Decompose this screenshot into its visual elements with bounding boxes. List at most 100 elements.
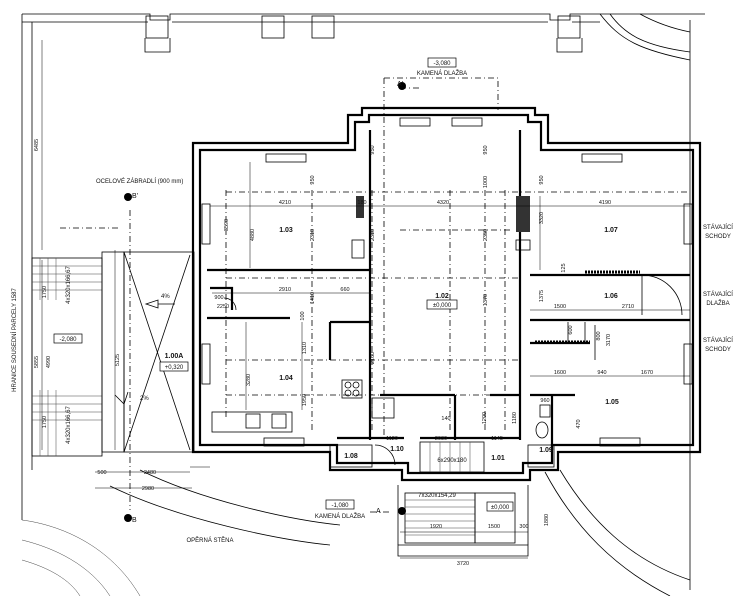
dim-1180: 1180 [512, 412, 518, 424]
grid-axes [60, 77, 690, 513]
dim-950c: 950 [483, 145, 489, 154]
room-1-07: 1.07 [604, 227, 618, 234]
room-1-10: 1.10 [390, 446, 404, 453]
room-1-03: 1.03 [279, 227, 293, 234]
existing-stairs2-label-1: STÁVAJÍCÍ [703, 337, 733, 344]
kitchen-counter [211, 411, 293, 433]
dim-4880: 4880 [250, 229, 256, 241]
section-a-top-mark [398, 82, 406, 90]
section-marks [114, 82, 406, 522]
dim-300: 300 [519, 524, 528, 530]
room-1-08: 1.08 [344, 453, 358, 460]
room-1-01: 1.01 [491, 455, 505, 462]
existing-paving-label-2: DLAŽBA [706, 299, 729, 307]
dim-2910: 2910 [279, 287, 291, 293]
dim-3280: 3280 [246, 374, 252, 386]
dim-1920: 1920 [430, 524, 442, 530]
dim-1880: 1880 [544, 514, 550, 526]
dimension-lines [41, 40, 690, 559]
section-a-top: A' [397, 81, 403, 88]
entrance-stairs [397, 485, 529, 557]
room-1-04: 1.04 [279, 375, 293, 382]
dim-140: 140 [441, 416, 450, 422]
stairs-left-b-label: 4x320x166,67 [66, 405, 72, 443]
dim-1310: 1310 [302, 342, 308, 354]
paving-bottom: KAMENÁ DLAŽBA [315, 512, 365, 520]
porch-box [329, 444, 373, 468]
dim-470: 470 [576, 419, 582, 428]
inner-stairs [371, 397, 485, 473]
chimney-left [356, 196, 364, 218]
level-top: -3,080 [433, 61, 451, 67]
section-a-bottom-mark [398, 507, 406, 515]
section-b-bottom: B [132, 517, 137, 524]
room-1-00a: 1.00A [165, 353, 184, 360]
dim-1750b: 1750 [42, 416, 48, 428]
section-a-bottom: A [376, 508, 381, 515]
section-b-top: B' [132, 193, 138, 200]
dim-960: 960 [540, 398, 549, 404]
dim-1600: 1600 [554, 370, 566, 376]
dim-950a: 950 [310, 175, 316, 184]
dim-1670: 1670 [641, 370, 653, 376]
dim-900: 900 [214, 295, 223, 301]
dim-4210: 4210 [279, 200, 291, 206]
room-1-02: 1.02 [435, 293, 449, 300]
level-terrace: -2,080 [59, 337, 77, 343]
level-bottom: -1,080 [331, 503, 349, 509]
room-labels: 1.03 1.07 1.02 ±0,000 1.06 1.00A +0,320 … [165, 227, 619, 462]
chimney-right [516, 196, 530, 232]
paving-top: KAMENÁ DLAŽBA [417, 69, 467, 77]
stairs-inner-label: 6x290x180 [437, 458, 467, 464]
dim-3320: 3320 [539, 212, 545, 224]
dim-1375: 1375 [539, 290, 545, 302]
dim-2310b: 2310 [370, 229, 376, 241]
retaining-wall-label: OPĚRNÁ STĚNA [186, 536, 233, 544]
dim-1000: 1000 [483, 176, 489, 188]
dim-4190: 4190 [599, 200, 611, 206]
dim-2310a: 2310 [310, 229, 316, 241]
dim-1129: 1129 [386, 436, 398, 442]
dim-500: 500 [97, 470, 106, 476]
slope-b: 2% [140, 396, 149, 402]
dim-3720: 3720 [457, 561, 469, 567]
room-1-09: 1.09 [539, 447, 553, 454]
room-1-05: 1.05 [605, 399, 619, 406]
dim-1410: 1410 [310, 292, 316, 304]
dim-1750a: 1750 [42, 286, 48, 298]
dim-100: 100 [300, 311, 306, 320]
toilet [535, 421, 549, 439]
dim-2350: 2350 [483, 229, 489, 241]
level-entry: ±0,000 [491, 505, 510, 511]
building-walls [191, 106, 702, 557]
dim-5125: 5125 [115, 354, 121, 366]
dim-660: 660 [340, 287, 349, 293]
dim-1145: 1145 [491, 436, 503, 442]
dim-950b: 950 [370, 145, 376, 154]
dimension-values: 6485 4210 4320 4190 3590 4880 2310 2310 … [34, 139, 653, 567]
existing-stairs-label-2: SCHODY [705, 234, 731, 240]
existing-stairs-label-1: STÁVAJÍCÍ [703, 224, 733, 231]
dim-125: 125 [561, 263, 567, 272]
dim-600: 600 [568, 325, 574, 334]
dim-1500b: 1500 [488, 524, 500, 530]
text-layer: -3,080 KAMENÁ DLAŽBA -1,080 KAMENÁ DLAŽB… [11, 61, 733, 544]
dim-6485: 6485 [34, 139, 40, 151]
dim-2980: 2980 [142, 486, 154, 492]
stairs-main-label: 7x320x154,29 [418, 493, 456, 499]
neighbour-label: HRANICE SOUSEDNÍ PARCELY 1587 [11, 287, 18, 391]
railing-label: OCELOVÉ ZÁBRADLÍ (900 mm) [96, 178, 183, 185]
dim-4320: 4320 [437, 200, 449, 206]
dim-950d: 950 [539, 175, 545, 184]
dim-1370: 1370 [483, 294, 489, 306]
dim-1950: 1950 [302, 394, 308, 406]
dim-3170: 3170 [606, 334, 612, 346]
dim-4990: 4990 [46, 356, 52, 368]
dim-180: 180 [357, 200, 366, 206]
room-1-06: 1.06 [604, 293, 618, 300]
stairs-left-a-label: 4x320x166,67 [66, 265, 72, 303]
dim-2250: 2250 [217, 304, 229, 310]
cooktop [341, 379, 363, 399]
site-context [21, 13, 705, 596]
